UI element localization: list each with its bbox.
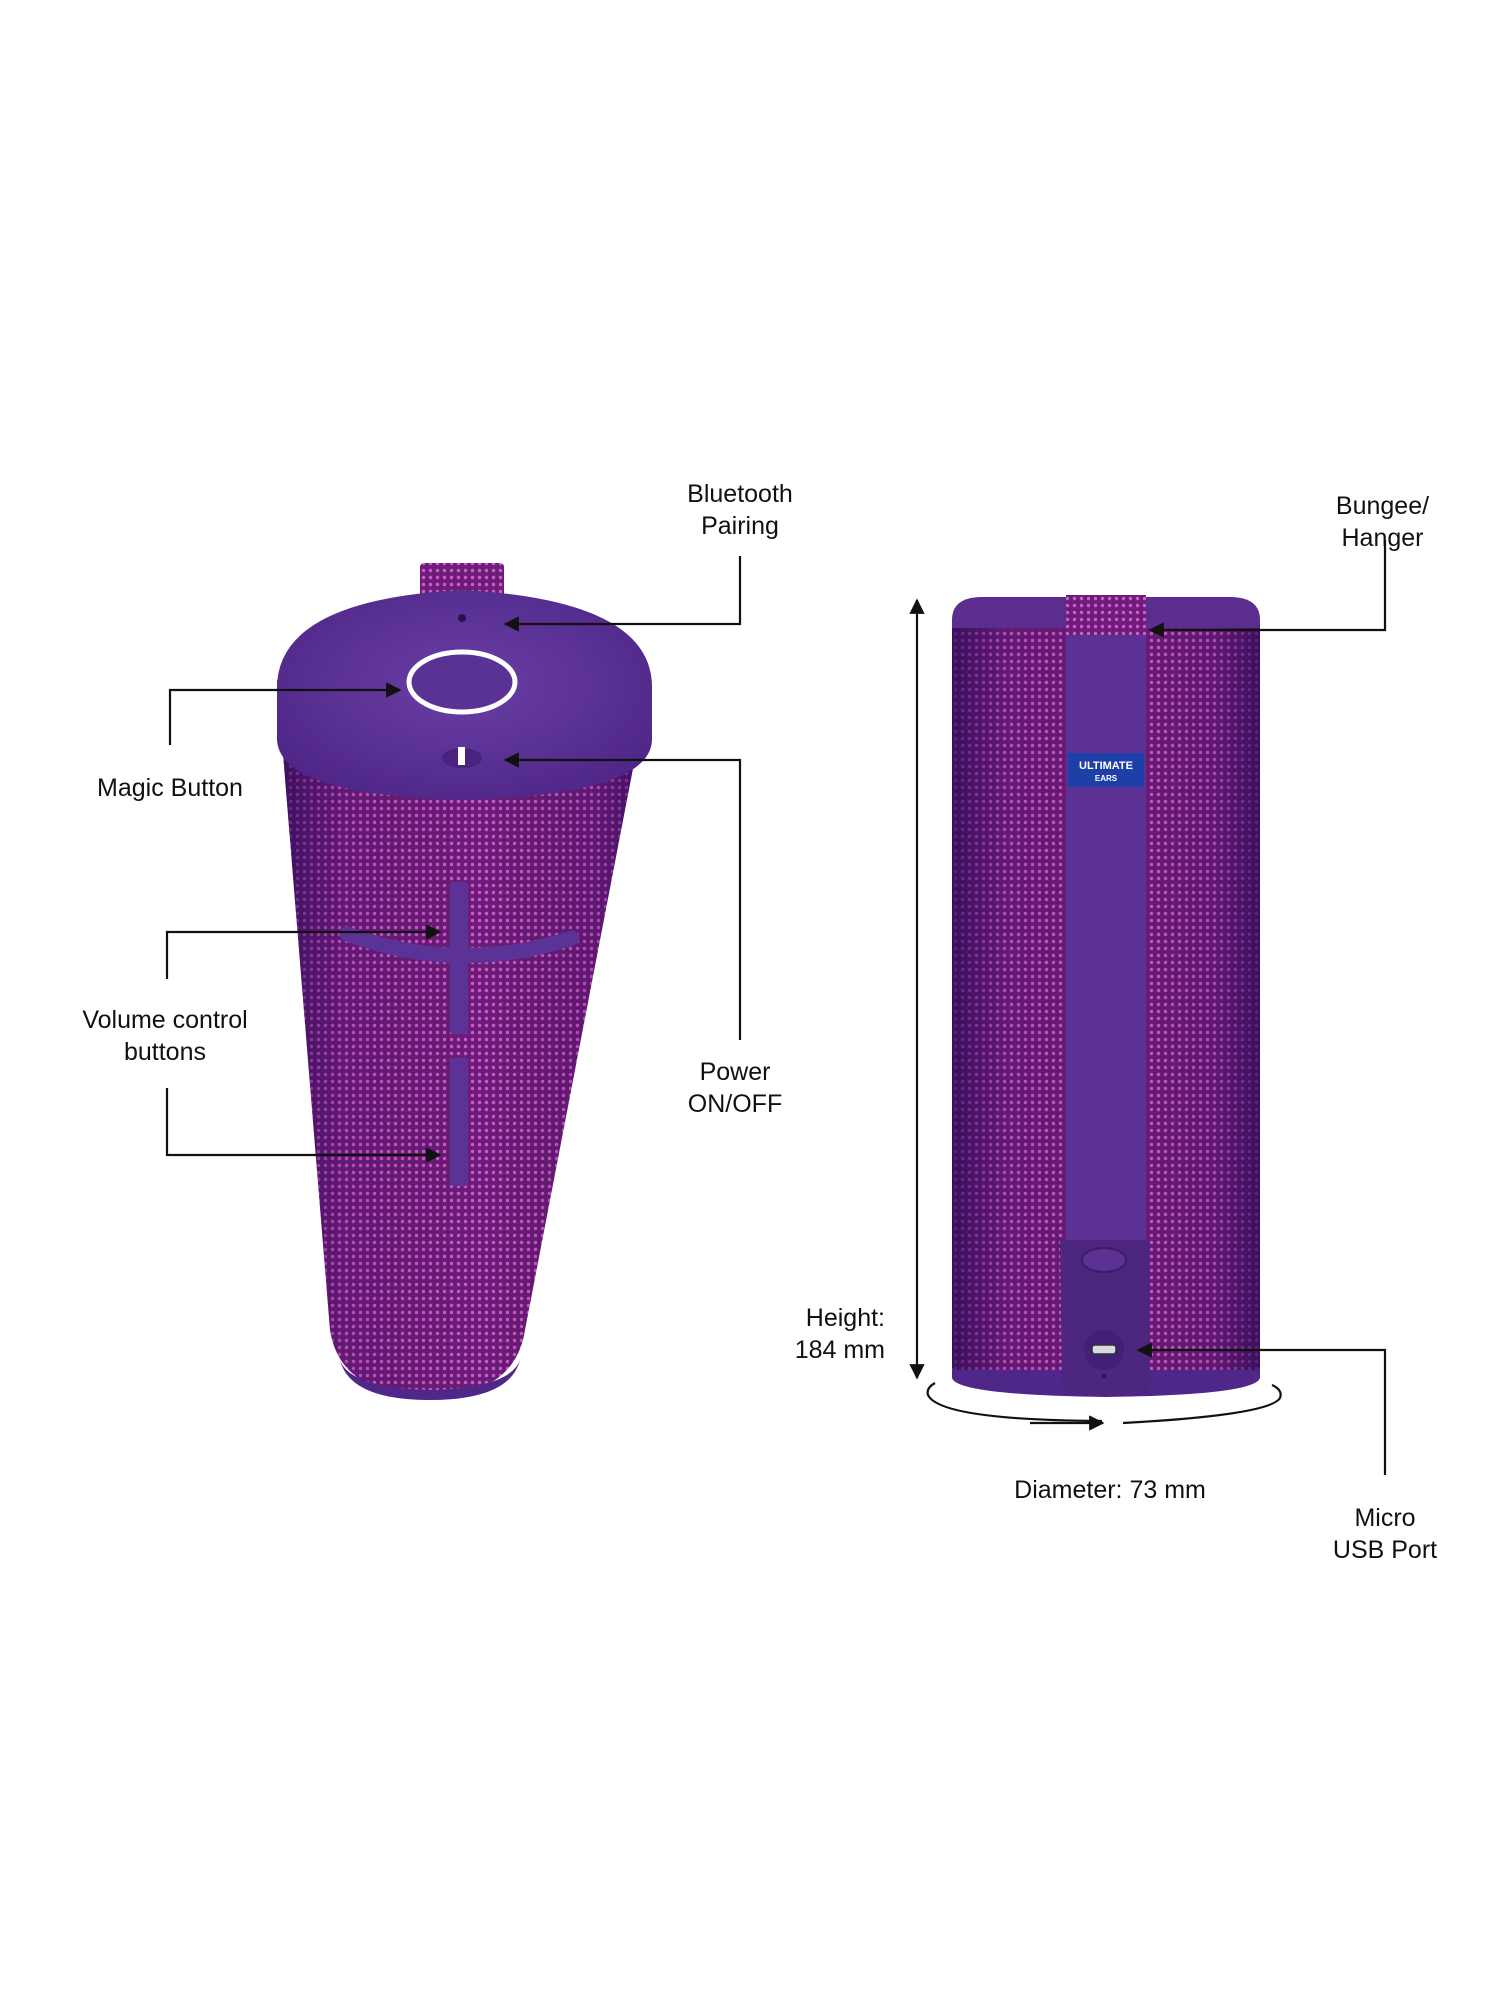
callout-volume-line1: Volume control [82,1006,248,1034]
callout-bluetooth-line1: Bluetooth [687,480,793,508]
front-speaker-cap [276,590,653,800]
callout-power: Power ON/OFF [675,1056,795,1120]
hanger-loop [420,563,504,601]
micro-usb-port [1091,1344,1117,1355]
callout-usb-line2: USB Port [1332,1536,1438,1564]
magic-button[interactable] [406,649,518,715]
volume-up-button[interactable] [339,882,580,1034]
callout-bungee-hanger: Bungee/ Hanger [1320,490,1445,554]
back-speaker-fabric [952,612,1260,1377]
power-button[interactable] [458,747,465,765]
back-speaker: ULTIMATE EARS [952,595,1260,1397]
callout-bungee-line1: Bungee/ [1335,492,1430,520]
dimension-height: Height: 184 mm [770,1302,885,1366]
bluetooth-pairing-button[interactable] [458,614,466,622]
callout-bluetooth-pairing: Bluetooth Pairing [680,478,800,542]
dimension-diameter-line1: Diameter: 73 mm [1014,1476,1206,1504]
volume-down-button[interactable] [450,1058,468,1186]
ultimate-ears-logo [1068,753,1144,787]
logo-line2: EARS [1095,774,1118,783]
callout-usb-line1: Micro [1354,1504,1416,1532]
callout-power-line2: ON/OFF [687,1090,783,1118]
front-speaker [276,563,653,1400]
bungee-hanger[interactable] [1066,595,1146,635]
dimension-height-line2: 184 mm [794,1336,885,1364]
logo-line1: ULTIMATE [1079,760,1133,772]
dimension-height-line1: Height: [805,1304,885,1332]
callout-bungee-line2: Hanger [1341,524,1424,552]
callout-bluetooth-line2: Pairing [701,512,779,540]
callout-magic-line1: Magic Button [97,774,243,802]
dimension-diameter: Diameter: 73 mm [990,1474,1230,1506]
callout-volume-line2: buttons [123,1038,206,1066]
callout-micro-usb: Micro USB Port [1320,1502,1450,1566]
front-speaker-fabric [277,680,650,1397]
callout-power-line1: Power [699,1058,771,1086]
callout-volume-controls: Volume control buttons [60,1004,270,1068]
bungee-strap [1066,635,1146,1250]
callout-magic-button: Magic Button [85,772,255,804]
